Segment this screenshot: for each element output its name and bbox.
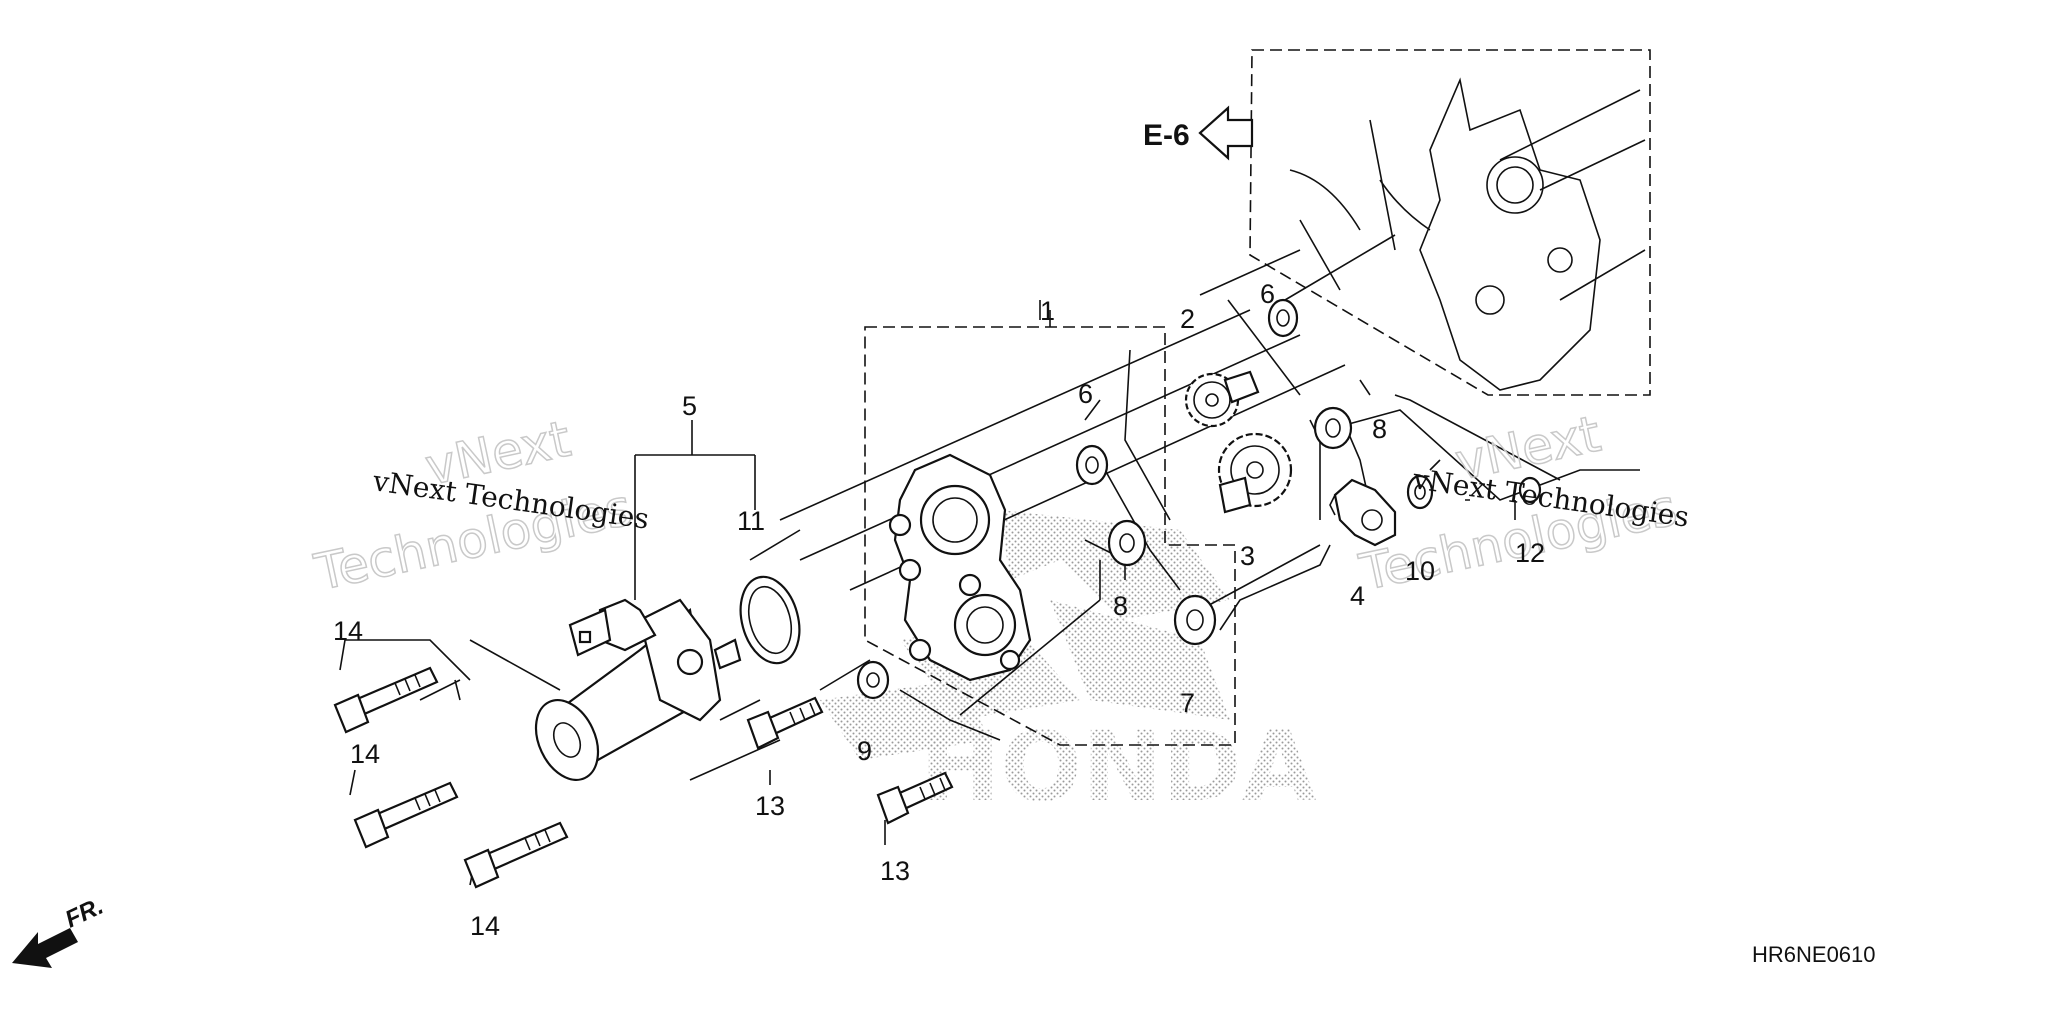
bolt-14-top: [333, 666, 439, 734]
callout-13-upper: 13: [755, 791, 785, 821]
callout-5: 5: [682, 391, 697, 421]
diagram-code: HR6NE0610: [1752, 942, 1876, 967]
bolt-13-upper: [746, 696, 824, 750]
callouts: 1 2 3 4 5 6 6 7 8 8 9 10 11 12 13 13 14 …: [333, 279, 1545, 941]
bearing-8-left: [1107, 519, 1147, 567]
shift-arm-4: [1329, 478, 1397, 547]
callout-4: 4: [1350, 581, 1365, 611]
section-reference: E-6: [1143, 105, 1254, 161]
callout-11: 11: [737, 506, 765, 536]
section-ref-label: E-6: [1143, 119, 1190, 152]
bearing-7: [1173, 594, 1217, 646]
callout-6-upper: 6: [1260, 279, 1275, 309]
front-label: FR.: [61, 893, 107, 934]
bearing-6-lower: [1075, 444, 1109, 486]
leader-lines: [339, 234, 1640, 886]
callout-3: 3: [1240, 541, 1255, 571]
front-arrow-icon: [12, 928, 78, 968]
brand-logo-watermark: HONDA: [820, 510, 1316, 823]
callout-1: 1: [1040, 296, 1055, 326]
clip-12: [1518, 476, 1542, 504]
gear-2: [1184, 370, 1260, 428]
left-arrow-icon: [1198, 105, 1254, 161]
washer-10: [1406, 474, 1434, 510]
actuator-motor: [534, 598, 742, 781]
bearing-8-right: [1313, 406, 1353, 450]
front-direction-indicator: FR.: [12, 893, 108, 968]
callout-13-lower: 13: [880, 856, 910, 886]
gear-3: [1217, 432, 1293, 514]
callout-8-left: 8: [1113, 591, 1128, 621]
bolt-13-lower: [876, 771, 954, 825]
bearing-6-upper: [1267, 298, 1299, 338]
washer-9: [856, 660, 890, 700]
callout-7: 7: [1180, 688, 1195, 718]
assembly-box: [864, 326, 1236, 746]
o-ring: [739, 575, 801, 665]
callout-14-bottom: 14: [470, 911, 500, 941]
callout-2: 2: [1180, 304, 1195, 334]
callout-14-top: 14: [333, 616, 363, 646]
callout-14-middle: 14: [350, 739, 380, 769]
callout-6-lower: 6: [1078, 379, 1093, 409]
bolt-14-middle: [353, 781, 459, 849]
brand-logo-text: HONDA: [920, 711, 1316, 823]
gear-cover: [888, 453, 1032, 682]
callout-12: 12: [1515, 538, 1545, 568]
callout-10: 10: [1405, 556, 1435, 586]
crankcase-outline: [1249, 49, 1651, 396]
bolt-14-bottom: [463, 821, 569, 889]
callout-8-right: 8: [1372, 414, 1387, 444]
callout-9: 9: [857, 736, 872, 766]
watermark-left: vNext Technologies vNext Technologies: [309, 409, 651, 603]
